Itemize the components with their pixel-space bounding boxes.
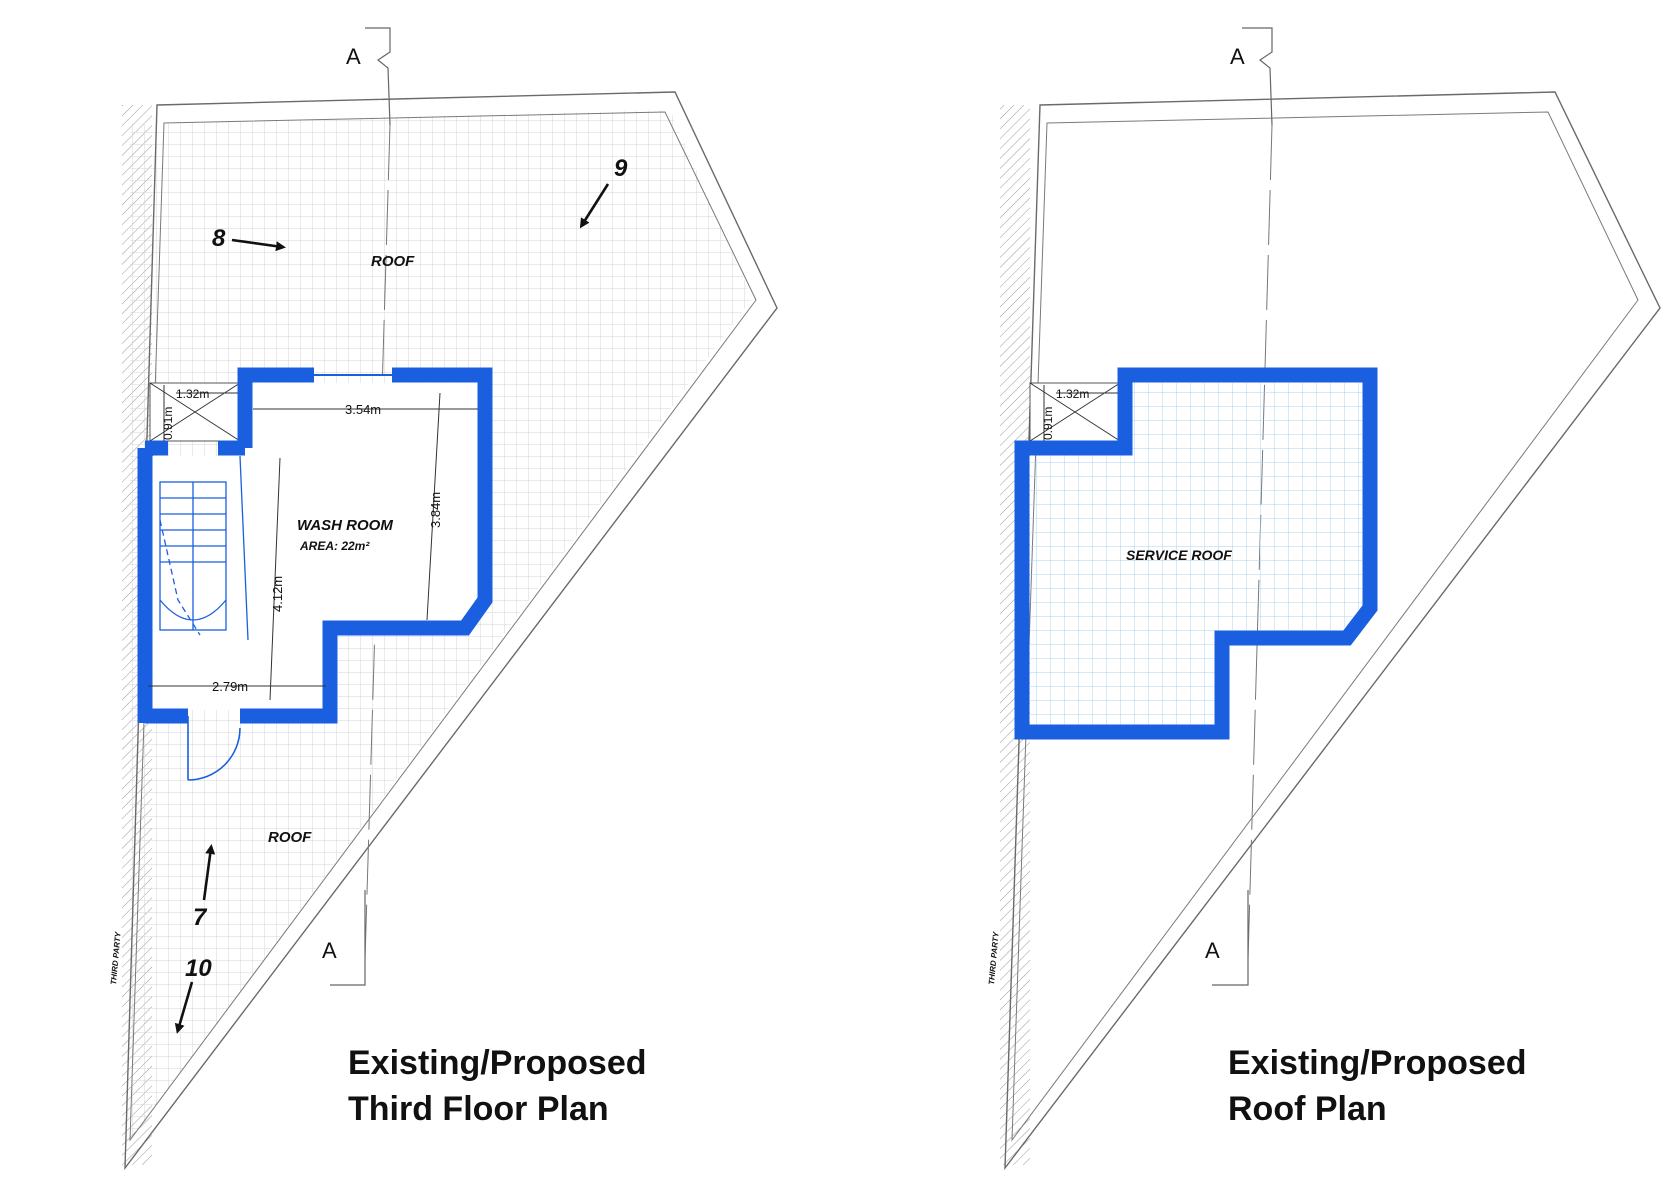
viewpoint-8: 8: [212, 225, 226, 252]
section-marker-bottom: [330, 890, 366, 986]
site-boundary-outer-right: [1004, 91, 1661, 1171]
dimension-lines: [148, 385, 478, 701]
dim-room-depth: 3.84m: [428, 492, 443, 528]
dim-stair-length: 4.12m: [270, 576, 285, 612]
section-label-bottom: A: [322, 938, 337, 963]
viewpoint-arrow-9: [579, 183, 610, 229]
left-title-line2: Third Floor Plan: [348, 1090, 609, 1128]
dim-depth-lobby-right: 0.91m: [1041, 407, 1055, 440]
third-party-label: THIRD PARTY: [109, 931, 123, 985]
site-boundary-outer: [124, 91, 778, 1171]
left-title-line1: Existing/Proposed: [348, 1044, 647, 1082]
dim-room-width: 3.54m: [345, 402, 381, 417]
viewpoint-arrow-7: [202, 844, 216, 901]
roof-label-bottom: ROOF: [268, 829, 312, 846]
roof-plan: A A 1.32m 0.91m SERVICE ROOF THIRD PARTY…: [987, 27, 1661, 1171]
dim-depth-lobby: 0.91m: [161, 407, 175, 440]
dimension-lines-right: [1043, 385, 1118, 441]
section-marker-top-right: [1242, 27, 1273, 126]
wash-room-label: WASH ROOM: [297, 517, 393, 534]
third-party-label-right: THIRD PARTY: [987, 931, 1001, 985]
wash-room-floor: [150, 383, 480, 710]
section-label-top-right: A: [1230, 44, 1245, 69]
dim-width-lobby: 1.32m: [176, 387, 209, 401]
section-marker-top: [365, 27, 391, 126]
roof-label-top: ROOF: [371, 253, 415, 270]
viewpoint-9: 9: [614, 155, 628, 182]
wash-room-area: AREA: 22m²: [299, 539, 370, 553]
dim-width-lobby-right: 1.32m: [1056, 387, 1089, 401]
wash-room-walls: [137, 367, 493, 724]
section-label-top: A: [346, 44, 361, 69]
section-marker-bottom-right: [1212, 890, 1249, 986]
site-boundary-inner: [129, 111, 757, 1142]
viewpoint-7: 7: [193, 904, 208, 931]
viewpoint-arrow-10: [174, 981, 194, 1034]
entrance-door: [187, 716, 241, 781]
viewpoint-arrow-8: [231, 238, 286, 252]
right-title-line2: Roof Plan: [1228, 1090, 1387, 1128]
viewpoint-10: 10: [185, 955, 212, 982]
right-title-line1: Existing/Proposed: [1228, 1044, 1527, 1082]
third-floor-plan: A A: [109, 27, 778, 1171]
dim-lower-width: 2.79m: [212, 679, 248, 694]
section-label-bottom-right: A: [1205, 938, 1220, 963]
staircase: [159, 455, 249, 641]
service-roof-fill: [1030, 383, 1362, 725]
site-boundary-inner-right: [1011, 111, 1639, 1142]
service-roof-label: SERVICE ROOF: [1126, 547, 1232, 563]
service-roof-parapet: [1014, 367, 1378, 740]
